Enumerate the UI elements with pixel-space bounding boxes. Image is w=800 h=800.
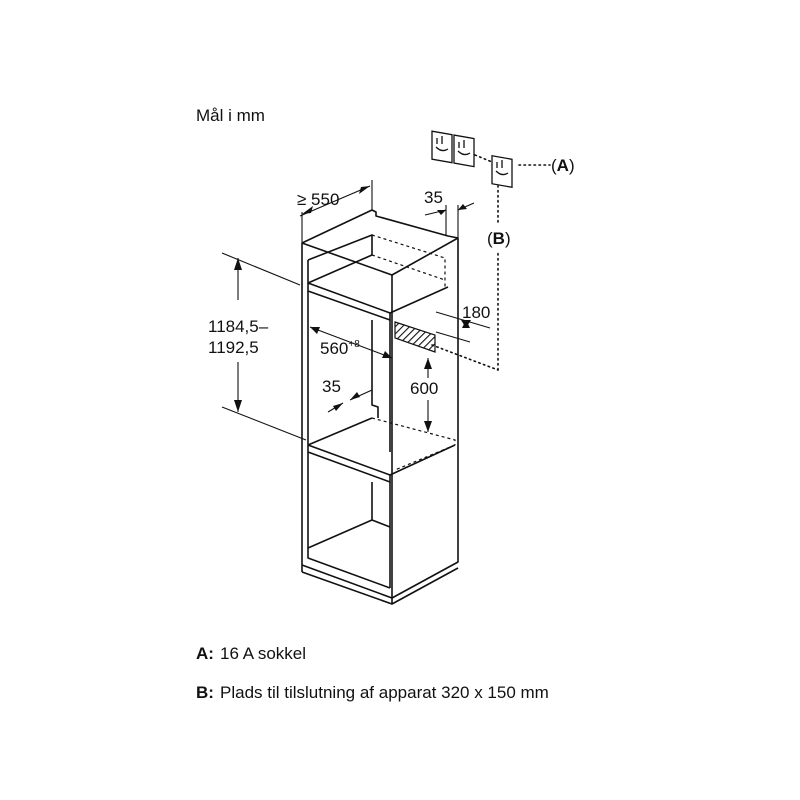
cabinet-top-front-edge xyxy=(301,242,393,276)
side-gap-label: 35 xyxy=(322,377,341,396)
svg-text:Mål i mm: Mål i mm xyxy=(196,106,265,125)
cabinet-top-right-edge xyxy=(391,237,459,276)
leader-lines xyxy=(431,154,551,371)
height-label-line2: 1192,5 xyxy=(208,338,259,357)
arrow-heads xyxy=(234,186,471,432)
legend-a: A: 16 A sokkel xyxy=(196,643,550,664)
legend-key: B: xyxy=(196,683,214,702)
tall-cabinet xyxy=(301,209,459,605)
cabinet-plinth xyxy=(301,555,459,599)
socket-icons xyxy=(431,130,513,189)
legend-key: A: xyxy=(196,644,214,663)
back-gap-label: 35 xyxy=(424,188,443,207)
legend-text: Plads til tilslutning af apparat 320 x 1… xyxy=(220,683,549,702)
hidden-outlines xyxy=(371,234,456,471)
height-label-line1: 1184,5– xyxy=(208,317,269,336)
dimension-lines xyxy=(221,180,491,441)
callout-b: (B) xyxy=(487,229,511,248)
socket-offset-label: 180 xyxy=(462,303,490,322)
inner-width-label: 560+8 xyxy=(320,339,360,358)
socket-icon-a xyxy=(491,154,513,189)
svg-text:(B): (B) xyxy=(487,229,511,248)
callout-a: (A) xyxy=(551,156,575,175)
upper-shelf xyxy=(307,282,391,321)
socket-icon xyxy=(431,130,453,164)
socket-icon xyxy=(453,134,475,168)
units-note: Mål i mm xyxy=(196,106,265,125)
connection-area-hatch xyxy=(394,321,436,353)
svg-text:(A): (A) xyxy=(551,156,575,175)
legend-text: 16 A sokkel xyxy=(220,644,307,663)
bottom-compartment xyxy=(307,452,391,589)
dimension-labels: ≥ 550 35 1184,5– 1192,5 560+8 35 600 180 xyxy=(208,188,490,398)
lower-shelf xyxy=(307,444,391,483)
cutout-height-label: 600 xyxy=(410,379,438,398)
connection-area xyxy=(394,321,436,353)
legend-b: B: Plads til tilslutning af apparat 320 x… xyxy=(196,682,550,703)
depth-label: ≥ 550 xyxy=(297,190,339,209)
